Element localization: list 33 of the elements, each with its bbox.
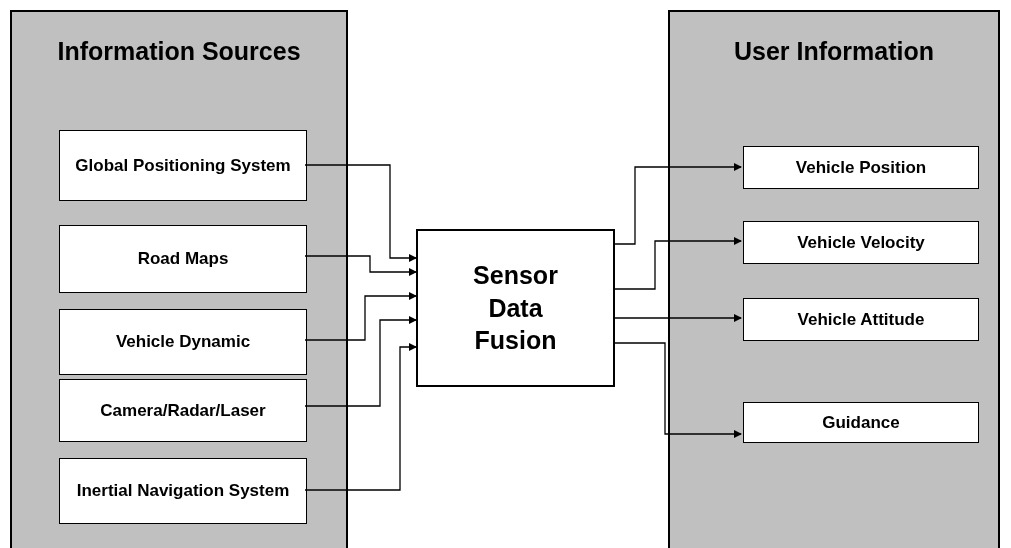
group-panel bbox=[668, 10, 1000, 548]
panel-heading: User Information bbox=[733, 36, 935, 67]
panel-heading: Information Sources bbox=[56, 36, 302, 67]
process-box bbox=[59, 309, 307, 375]
box-label: Global Positioning System bbox=[75, 154, 291, 177]
box-label: Vehicle Dynamic bbox=[115, 331, 251, 354]
arrow bbox=[304, 316, 417, 407]
arrow bbox=[304, 292, 417, 341]
box-label: Vehicle Position bbox=[795, 156, 927, 179]
arrow bbox=[304, 164, 417, 262]
box-label: Road Maps bbox=[137, 248, 229, 271]
arrow bbox=[614, 314, 742, 322]
process-box bbox=[743, 402, 979, 443]
arrow bbox=[304, 343, 417, 491]
fusion-box bbox=[416, 229, 615, 387]
box-label: Vehicle Velocity bbox=[797, 231, 925, 254]
arrow bbox=[614, 163, 742, 245]
process-box bbox=[743, 298, 979, 341]
box-label: Guidance bbox=[822, 411, 900, 434]
process-box bbox=[743, 146, 979, 189]
process-box bbox=[59, 225, 307, 293]
process-box bbox=[59, 379, 307, 442]
box-label: Camera/Radar/Laser bbox=[100, 399, 266, 422]
group-panel bbox=[10, 10, 348, 548]
box-label: Vehicle Attitude bbox=[797, 308, 925, 331]
process-box bbox=[59, 130, 307, 201]
box-label: Inertial Navigation System bbox=[76, 480, 290, 503]
box-label: Sensor Data Fusion bbox=[472, 260, 559, 357]
arrow bbox=[304, 255, 417, 276]
process-box bbox=[59, 458, 307, 524]
arrow bbox=[614, 342, 742, 438]
arrow bbox=[614, 237, 742, 290]
process-box bbox=[743, 221, 979, 264]
